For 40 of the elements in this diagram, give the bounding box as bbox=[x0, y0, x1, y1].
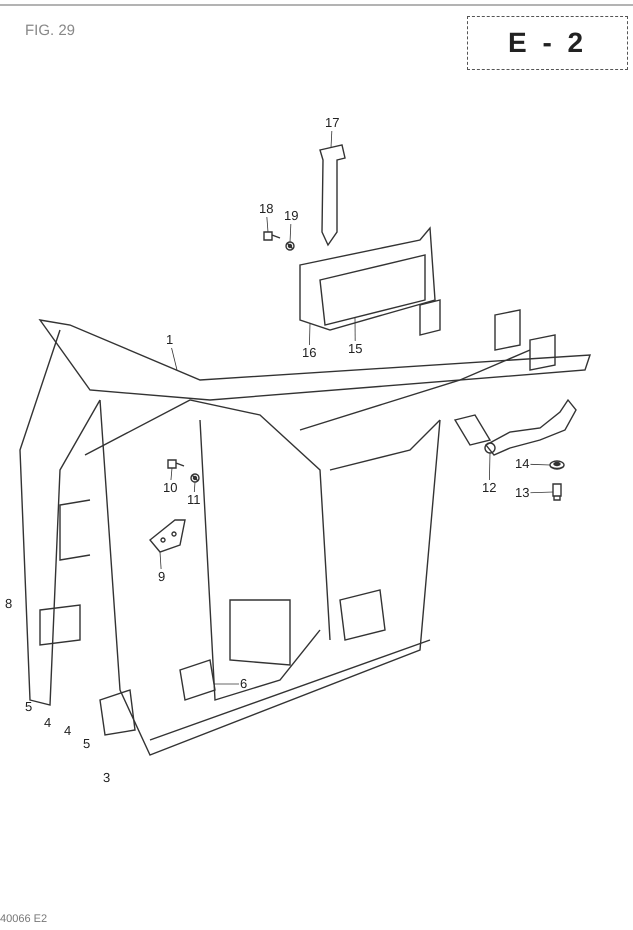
battery-case-drawing bbox=[299, 226, 436, 331]
washer-icon bbox=[285, 241, 295, 251]
callout-number: 4 bbox=[44, 716, 52, 730]
callout-number: 16 bbox=[302, 346, 316, 360]
leader-line bbox=[266, 216, 268, 232]
callout-number: 19 bbox=[284, 209, 298, 223]
leader-line bbox=[290, 224, 292, 242]
callout-number: 6 bbox=[240, 677, 248, 691]
leader-line bbox=[489, 452, 490, 480]
callout-number: 8 bbox=[5, 597, 12, 611]
callout-number: 5 bbox=[25, 700, 32, 714]
footrest-bracket-drawing bbox=[484, 398, 577, 456]
callout-number: 10 bbox=[163, 481, 178, 495]
leader-line bbox=[171, 348, 178, 370]
battery-strap-drawing bbox=[319, 144, 346, 246]
callout-number: 13 bbox=[515, 486, 530, 500]
bolt-icon bbox=[263, 231, 281, 241]
callout-number: 4 bbox=[64, 724, 72, 738]
callout-number: 14 bbox=[515, 457, 530, 471]
motorcycle-frame-drawing bbox=[19, 299, 591, 756]
leader-line bbox=[330, 130, 332, 148]
leader-line bbox=[309, 322, 310, 346]
callout-number: 18 bbox=[259, 202, 274, 216]
callout-number: 15 bbox=[348, 342, 362, 356]
callout-number: 17 bbox=[325, 116, 340, 130]
callout-number: 1 bbox=[166, 333, 174, 347]
section-code: E - 2 bbox=[467, 16, 628, 70]
leader-line bbox=[530, 492, 554, 494]
figure-number: FIG. 29 bbox=[25, 24, 76, 38]
leader-line bbox=[170, 468, 172, 480]
leader-line bbox=[530, 464, 550, 466]
callout-number: 3 bbox=[103, 771, 110, 785]
leader-line bbox=[354, 317, 356, 342]
leader-line bbox=[160, 552, 162, 570]
document-code: 40066 E2 bbox=[0, 912, 48, 926]
callout-number: 9 bbox=[158, 570, 166, 584]
callout-number: 5 bbox=[83, 737, 90, 751]
leader-line bbox=[194, 482, 196, 492]
callout-number: 11 bbox=[187, 493, 200, 507]
callout-number: 12 bbox=[482, 481, 496, 495]
